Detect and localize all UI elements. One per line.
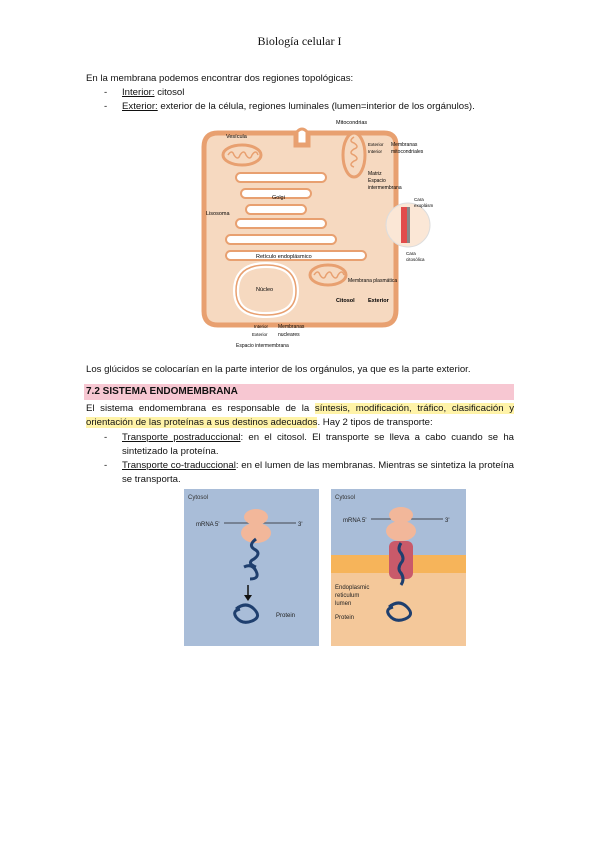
co-translational-figure: Cytosol mRNA 5' 3' Endoplasmic reticulum… <box>331 489 466 646</box>
svg-text:Membranas: Membranas <box>278 324 305 330</box>
cell-diagram: Mitocondrias Vesícula Exterior Interior … <box>201 120 434 349</box>
svg-text:Interior: Interior <box>254 324 269 329</box>
label-nucleo: Núcleo <box>256 287 273 293</box>
label-mitocondrias: Mitocondrias <box>336 120 367 126</box>
svg-text:mRNA 5': mRNA 5' <box>343 518 366 524</box>
svg-text:Cara: Cara <box>414 197 424 202</box>
list-item: -Transporte co-traduccional: en el lumen… <box>104 460 514 485</box>
svg-text:mRNA 5': mRNA 5' <box>196 522 219 528</box>
svg-text:nucleares: nucleares <box>278 332 300 338</box>
label-reticulo: Retículo endoplásmico <box>256 254 312 260</box>
svg-text:Protein: Protein <box>335 615 354 621</box>
svg-text:Exterior: Exterior <box>368 142 384 147</box>
svg-text:Interior: Interior <box>368 149 383 154</box>
svg-text:Protein: Protein <box>276 613 295 619</box>
svg-text:mitocondriales: mitocondriales <box>391 149 424 155</box>
svg-text:Exterior: Exterior <box>252 332 268 337</box>
label-golgi: Golgi <box>272 195 285 201</box>
svg-text:intermembrana: intermembrana <box>368 185 402 191</box>
svg-text:3': 3' <box>445 518 449 524</box>
page-header: Biología celular I <box>257 34 342 48</box>
intro-block: En la membrana podemos encontrar dos reg… <box>86 72 514 114</box>
svg-text:Matriz: Matriz <box>368 171 382 177</box>
svg-text:3': 3' <box>298 522 302 528</box>
svg-text:Citosol: Citosol <box>336 298 355 304</box>
svg-text:lumen: lumen <box>335 601 351 607</box>
svg-text:Membranas: Membranas <box>391 142 418 148</box>
post-translational-figure: Cytosol mRNA 5' 3' Protein <box>184 489 319 646</box>
svg-text:Espacio intermembrana: Espacio intermembrana <box>236 343 289 349</box>
list-item: -Interior: citosol <box>104 87 185 98</box>
intro-lead: En la membrana podemos encontrar dos reg… <box>86 73 354 84</box>
label-vesicula: Vesícula <box>226 134 248 140</box>
label-lisosoma: Lisosoma <box>206 211 230 217</box>
section-title: 7.2 SISTEMA ENDOMEMBRANA <box>84 384 514 400</box>
svg-text:Exterior: Exterior <box>368 298 390 304</box>
svg-text:reticulum: reticulum <box>335 593 359 599</box>
svg-text:Cara: Cara <box>406 251 416 256</box>
label-membrana-plasmatica: Membrana plasmática <box>348 278 397 284</box>
svg-text:Espacio: Espacio <box>368 178 386 184</box>
transport-list: -Transporte postraduccional: en el citos… <box>86 431 514 487</box>
svg-text:Endoplasmic: Endoplasmic <box>335 585 369 591</box>
svg-text:citosólica: citosólica <box>406 257 425 262</box>
list-item: -Transporte postraduccional: en el citos… <box>104 432 515 457</box>
svg-text:exoplásm: exoplásm <box>414 203 434 208</box>
endomembrana-paragraph: El sistema endomembrana es responsable d… <box>86 403 514 428</box>
list-item: -Exterior: exterior de la célula, region… <box>104 101 475 112</box>
svg-text:Cytosol: Cytosol <box>335 495 355 501</box>
glucidos-paragraph: Los glúcidos se colocarían en la parte i… <box>86 364 471 375</box>
svg-text:Cytosol: Cytosol <box>188 495 208 501</box>
